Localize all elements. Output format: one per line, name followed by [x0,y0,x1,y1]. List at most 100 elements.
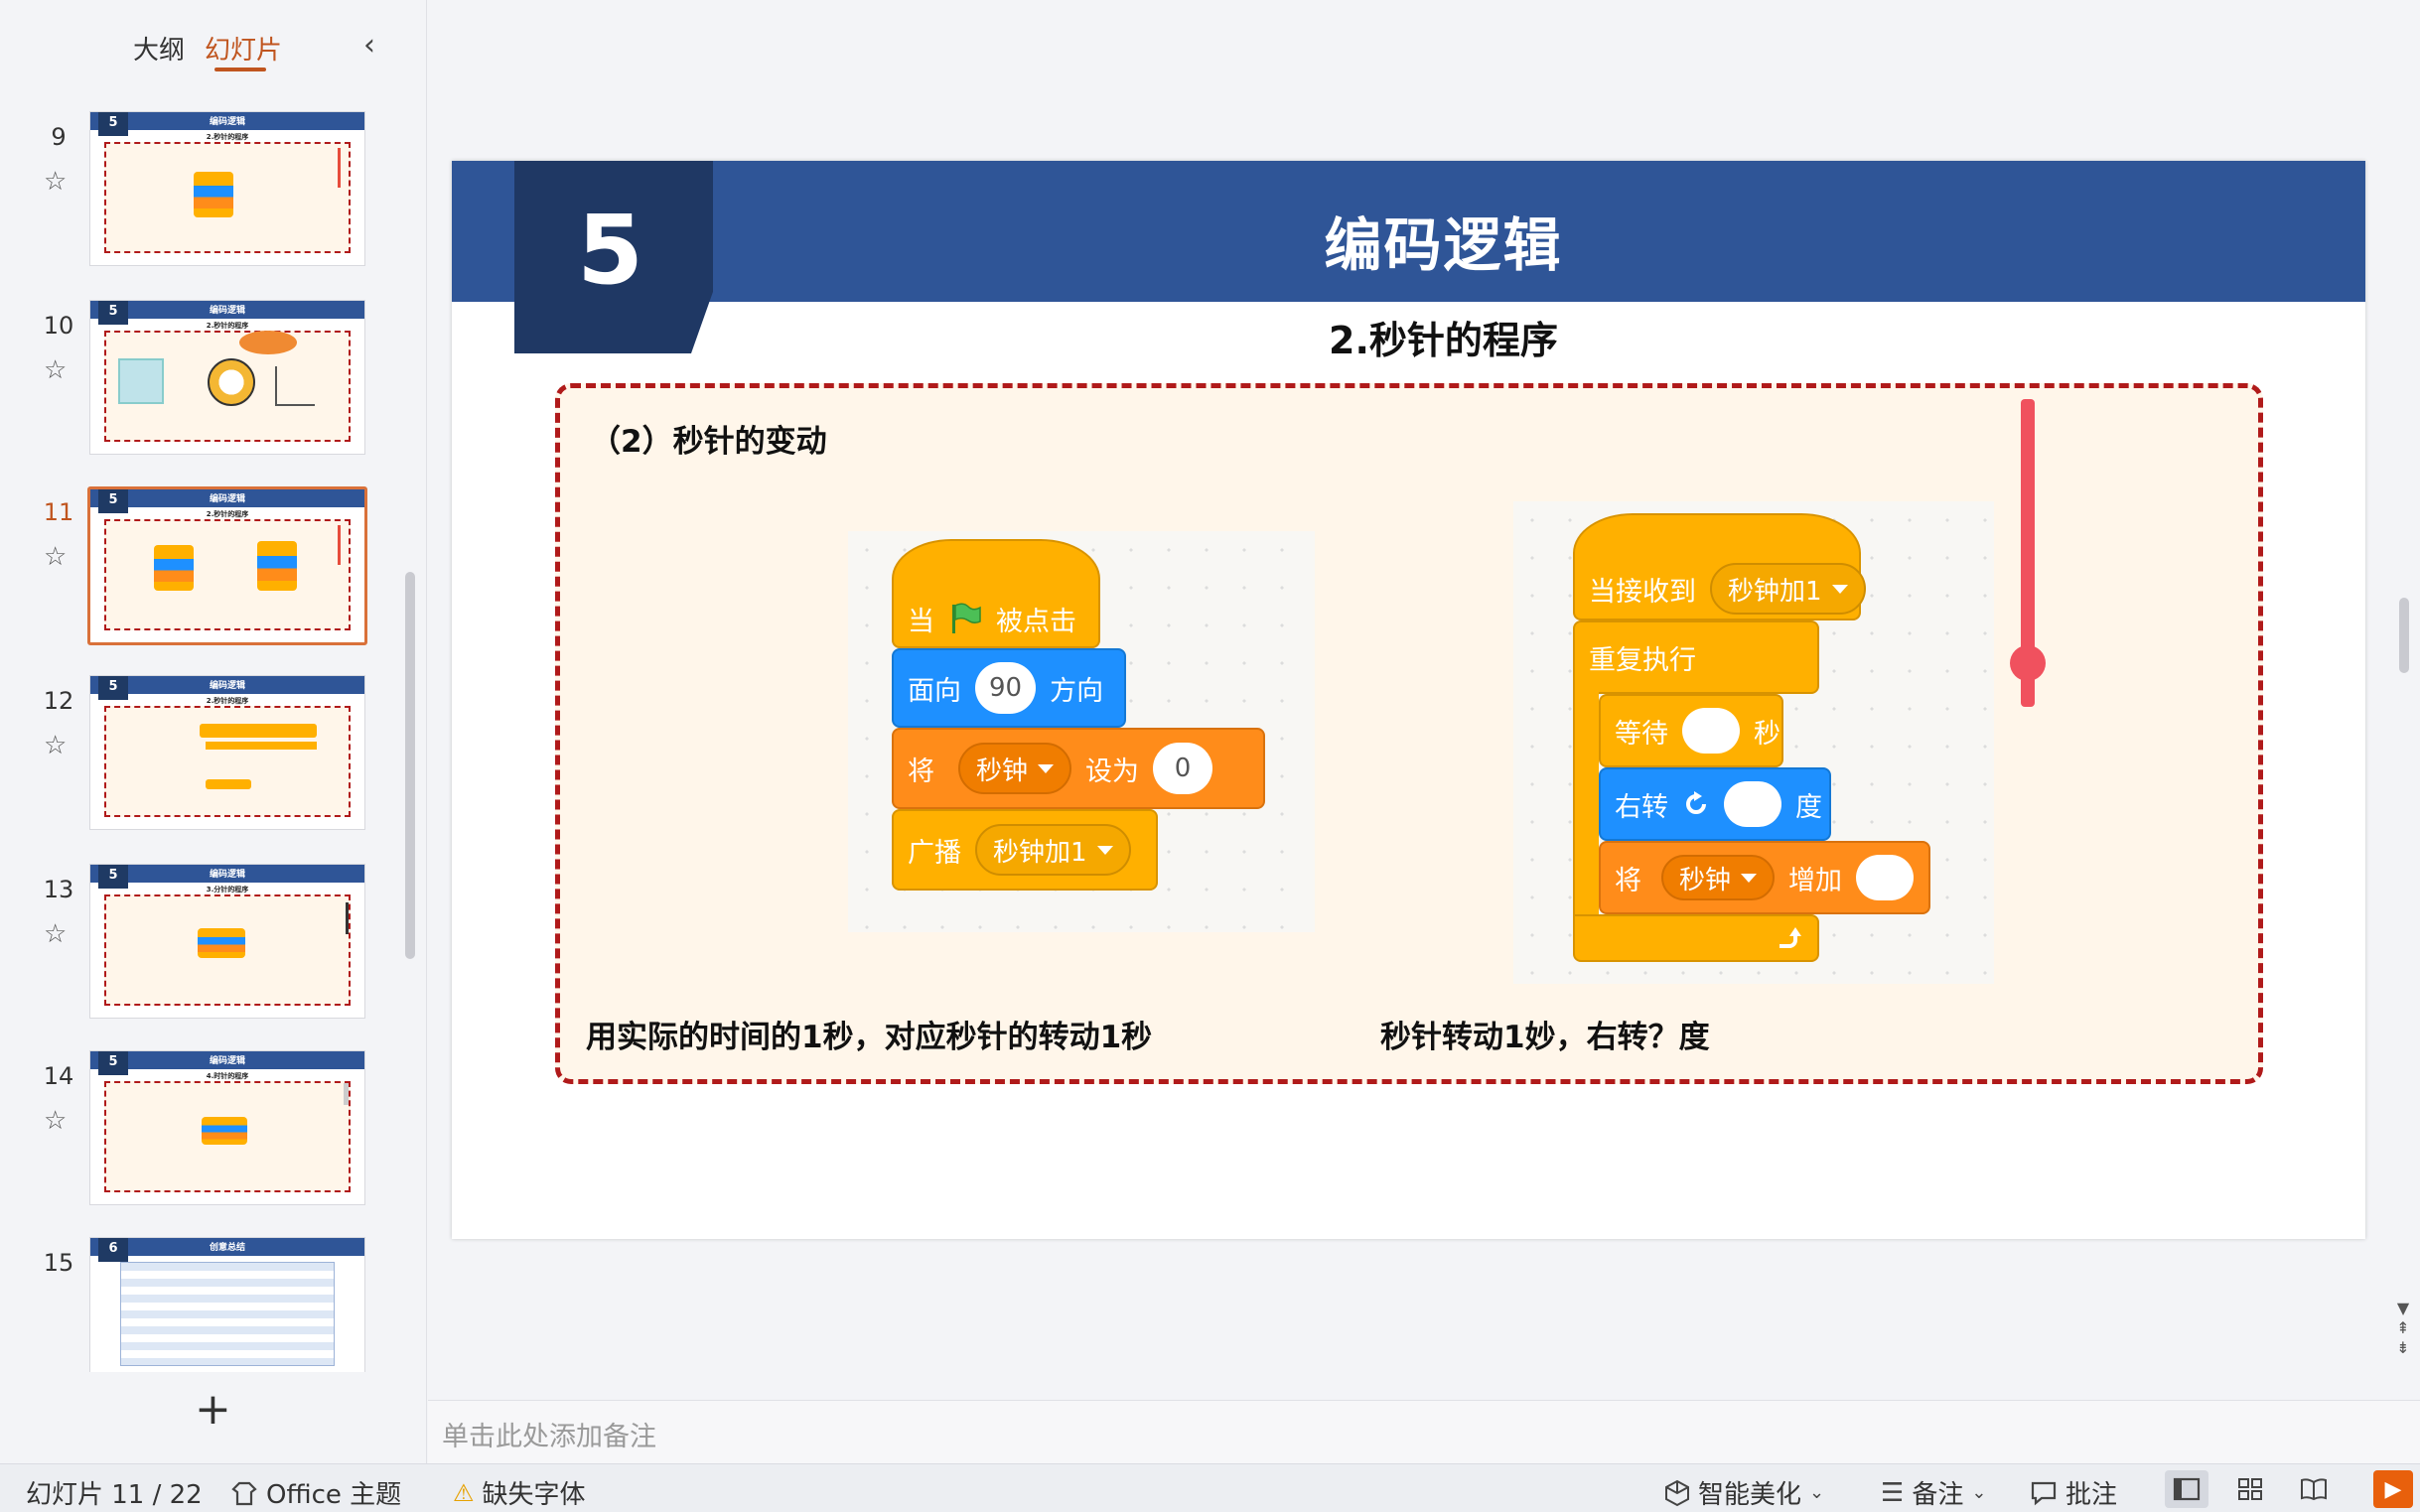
slide-row-14[interactable]: 14 ☆ 编码逻辑 5 4.时针的程序 [0,1050,417,1219]
block-text: 设为 [1085,756,1140,787]
beautify-label: 智能美化 [1698,1480,1802,1510]
thumb-subtitle: 2.秒针的程序 [206,322,249,330]
grid-view-button[interactable] [2228,1470,2272,1508]
thumb-dashed-box [104,706,351,817]
slide-thumbnail[interactable]: 编码逻辑 5 2.秒针的程序 [89,300,365,455]
current-slide[interactable]: 5 编码逻辑 2.秒针的程序 （2）秒针的变动 当 被点击 面向 90 方向 [452,161,2365,1239]
thumb-header: 创意总结 [90,1238,364,1256]
point-in-direction-block[interactable]: 面向 90 方向 [892,648,1126,728]
slide-thumbnail-active[interactable]: 编码逻辑 5 2.秒针的程序 [87,486,367,645]
collapse-panel-icon[interactable]: ‹ [363,28,375,63]
thumb-subtitle: 4.时针的程序 [206,1072,249,1080]
chevron-down-icon: ⌄ [1809,1482,1825,1503]
missing-font-button[interactable]: ⚠ 缺失字体 [453,1474,586,1511]
star-icon[interactable]: ☆ [44,355,68,385]
wait-seconds-input[interactable] [1682,708,1740,754]
wait-block[interactable]: 等待 秒 [1599,694,1783,767]
canvas-scrollbar[interactable] [2399,598,2409,673]
thumb-code-blocks [198,928,245,958]
block-text: 等待 [1615,718,1668,750]
slide-row-12[interactable]: 12 ☆ 编码逻辑 5 2.秒针的程序 [0,675,417,844]
play-slideshow-button[interactable]: ▶ [2373,1470,2413,1508]
star-icon[interactable]: ☆ [44,167,68,197]
block-text: 秒 [1754,718,1780,750]
block-text: 度 [1795,791,1822,823]
block-text: 将 [908,756,934,787]
slide-counter: 幻灯片 11 / 22 [26,1480,203,1510]
slide-row-11[interactable]: 11 ☆ 编码逻辑 5 2.秒针的程序 [0,486,417,655]
notes-pane[interactable]: 单击此处添加备注 [428,1400,2420,1463]
tab-outline[interactable]: 大纲 [133,36,186,66]
slide-row-13[interactable]: 13 ☆ 编码逻辑 5 3.分针的程序 [0,864,417,1032]
turn-right-block[interactable]: 右转 度 [1599,767,1831,841]
warning-icon: ⚠ [453,1478,475,1507]
notes-toggle-button[interactable]: ☰ 备注 ⌄ [1881,1474,1986,1511]
slide-number: 15 [43,1249,74,1277]
star-icon[interactable]: ☆ [44,919,68,949]
variable-dropdown[interactable]: 秒钟 [1661,855,1776,900]
direction-input[interactable]: 90 [975,662,1037,714]
slide-row-9[interactable]: 9 ☆ 编码逻辑 5 2.秒针的程序 [0,111,417,280]
block-text: 增加 [1788,865,1843,896]
slide-nav-arrows[interactable]: ▼⇞⇟ [2396,1299,2410,1357]
theme-label: Office 主题 [266,1480,402,1510]
thumb-code-block [200,724,317,738]
set-value-input[interactable]: 0 [1153,743,1213,794]
slide-thumbnail[interactable]: 编码逻辑 5 4.时针的程序 [89,1050,365,1205]
dropdown-value: 秒钟 [1679,865,1732,895]
message-dropdown[interactable]: 秒钟加1 [975,824,1131,876]
smart-beautify-button[interactable]: 智能美化 ⌄ [1664,1474,1824,1511]
loop-arrow-icon [1779,927,1801,948]
status-bar: 幻灯片 11 / 22 Office 主题 ⚠ 缺失字体 智能美化 ⌄ ☰ 备注… [0,1463,2420,1512]
set-variable-block[interactable]: 将 秒钟 设为 0 [892,728,1265,809]
notes-placeholder[interactable]: 单击此处添加备注 [442,1422,656,1452]
thumb-slider [338,148,341,188]
chevron-down-icon [1038,763,1055,773]
section-heading: （2）秒针的变动 [590,424,827,460]
slide-thumbnail[interactable]: 编码逻辑 5 2.秒针的程序 [89,675,365,830]
thumb-subtitle: 3.分针的程序 [206,886,249,893]
star-icon[interactable]: ☆ [44,1106,68,1136]
comments-button[interactable]: 批注 [2030,1474,2117,1511]
thumb-title: 编码逻辑 [209,306,245,316]
slide-thumbnail[interactable]: 创意总结 6 [89,1237,365,1372]
thumb-badge: 5 [98,865,128,889]
notes-lines-icon: ☰ [1881,1477,1905,1508]
forever-block-footer [1573,914,1819,962]
slide-thumbnail[interactable]: 编码逻辑 5 2.秒针的程序 [89,111,365,266]
thumb-angle-icon [275,366,315,406]
variable-dropdown[interactable]: 秒钟 [958,743,1072,794]
thumbnail-scrollbar[interactable] [405,572,415,959]
turn-degrees-input[interactable] [1724,781,1781,827]
slide-thumbnail[interactable]: 编码逻辑 5 3.分针的程序 [89,864,365,1019]
slide-number: 12 [43,687,74,715]
thumb-code-block [206,779,251,789]
theme-button[interactable]: Office 主题 [230,1474,401,1511]
change-variable-block[interactable]: 将 秒钟 增加 [1599,841,1930,914]
reading-view-button[interactable] [2292,1470,2336,1508]
normal-view-button[interactable] [2165,1470,2208,1508]
block-text: 将 [1615,865,1641,896]
when-flag-clicked-block[interactable]: 当 被点击 [892,539,1100,648]
forever-block[interactable]: 重复执行 [1573,620,1819,694]
beautify-cube-icon [1665,1479,1689,1506]
increase-value-input[interactable] [1856,855,1915,900]
slide-row-10[interactable]: 10 ☆ 编码逻辑 5 2.秒针的程序 [0,300,417,469]
star-icon[interactable]: ☆ [44,731,68,760]
content-dashed-box: （2）秒针的变动 当 被点击 面向 90 方向 将 秒钟 [555,383,2263,1084]
broadcast-block[interactable]: 广播 秒钟加1 [892,809,1158,891]
thumb-header: 编码逻辑 [90,301,364,319]
slide-row-15[interactable]: 15 创意总结 6 [0,1237,417,1406]
tab-slides[interactable]: 幻灯片 [205,36,283,66]
thumb-dashed-box [104,519,351,630]
add-slide-button[interactable]: + [195,1384,231,1435]
red-slider-knob[interactable] [2010,645,2046,681]
theme-icon [231,1481,257,1505]
message-dropdown[interactable]: 秒钟加1 [1710,563,1866,615]
star-icon[interactable]: ☆ [44,542,68,572]
block-text: 方向 [1050,675,1104,707]
rotate-clockwise-icon [1686,791,1706,814]
when-receive-block[interactable]: 当接收到 秒钟加1 [1573,513,1866,620]
thumb-code-blocks [194,172,233,217]
dropdown-value: 秒钟 [976,756,1029,786]
